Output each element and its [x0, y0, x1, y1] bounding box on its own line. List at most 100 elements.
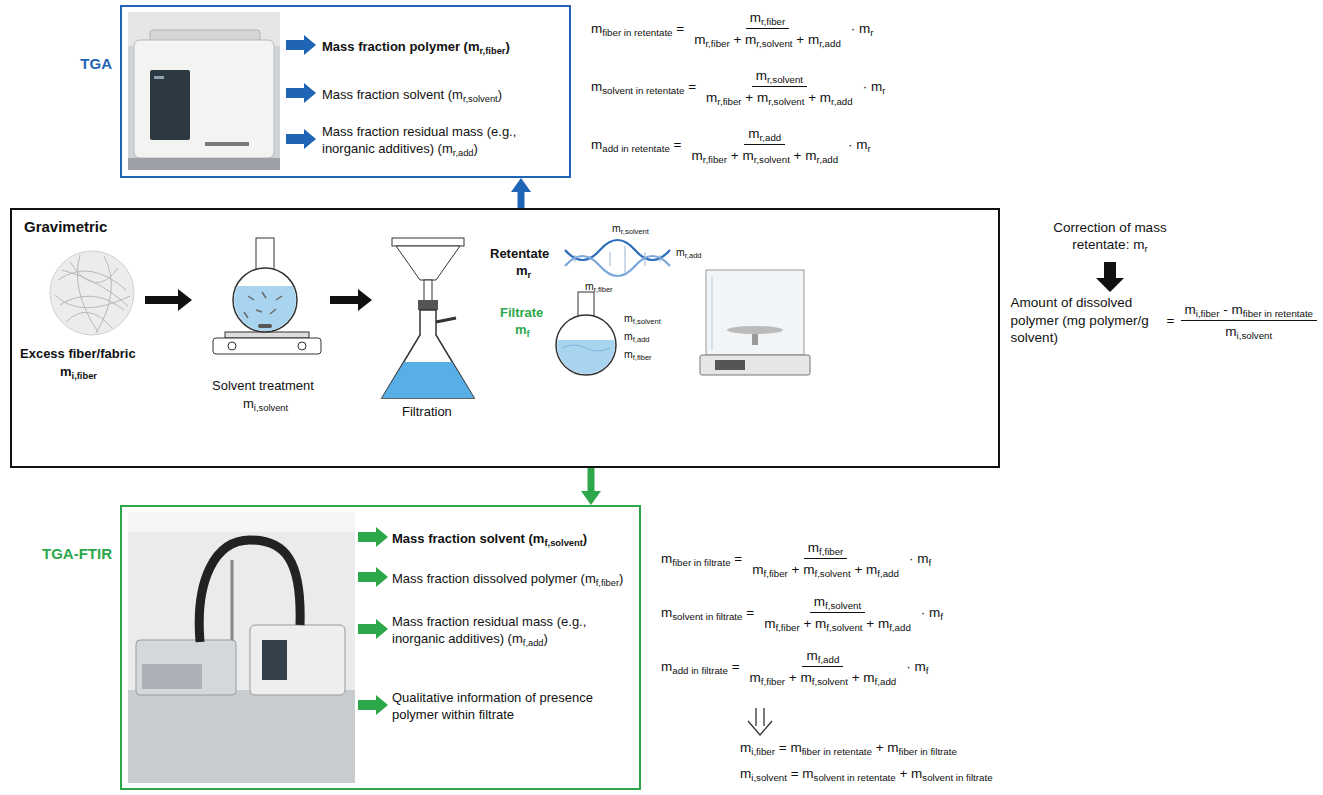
- annotation-label: mf,fiber: [624, 348, 652, 361]
- tga-ftir-photo: [199, 540, 300, 642]
- equation-term: r: [870, 27, 873, 38]
- fraction-numerator: i,fiber: [1196, 308, 1220, 319]
- flask-on-hotplate: [248, 296, 254, 300]
- flask-on-hotplate: [270, 309, 276, 314]
- tga-photo: [128, 12, 280, 170]
- annotation-label: f,fiber: [633, 353, 652, 362]
- equation-term: mfiber in filtrate =: [661, 551, 742, 566]
- balance: [727, 326, 783, 334]
- group-heading: Gravimetric: [24, 218, 107, 235]
- fraction-denominator: f,add: [875, 676, 897, 687]
- flask-on-hotplate: [228, 342, 236, 350]
- annotation-label: mf: [515, 322, 530, 338]
- filtrate-flask: [550, 292, 622, 380]
- result-text: Mass fraction dissolved polymer (mf,fibe…: [392, 571, 623, 588]
- annotation-label: Filtrate: [500, 305, 543, 321]
- fraction-numerator: mr,solvent: [752, 68, 807, 87]
- result-text: Qualitative information of presence poly…: [392, 690, 627, 724]
- equation-term: · mf: [921, 605, 943, 620]
- equation-term: msolvent in filtrate =: [661, 605, 754, 620]
- annotation-label: r: [1144, 243, 1147, 254]
- flask-on-hotplate: [256, 310, 262, 312]
- fraction: mi,fiber - mfiber in retentatemi,solvent: [1181, 302, 1318, 339]
- green-arrow-symbols: [358, 527, 388, 715]
- annotation-label: fiber in retentate: [802, 746, 872, 757]
- fraction-numerator: mr,add: [744, 126, 785, 145]
- annotation-label: solvent in filtrate: [922, 772, 992, 783]
- fraction-denominator: r,add: [816, 154, 838, 165]
- correction-arrow: [1096, 262, 1124, 292]
- flask-on-hotplate: [244, 292, 282, 318]
- balance: [711, 276, 713, 350]
- result-text: f,solvent: [544, 538, 582, 548]
- annotation-label: Filtration: [402, 404, 452, 420]
- fraction-numerator: mi,fiber - mfiber in retentate: [1181, 302, 1318, 321]
- equation-term: · mf: [906, 659, 928, 674]
- fraction-denominator: f,fiber: [775, 622, 799, 633]
- instrument-box: TGAMass fraction polymer (mr,fiber)Mass …: [120, 5, 571, 178]
- flask-on-hotplate: [258, 324, 272, 328]
- fraction-denominator: f,solvent: [814, 568, 850, 579]
- annotation-label: i,solvent: [254, 403, 288, 413]
- annotation-label: mi,solvent = msolvent in retentate + mso…: [740, 766, 993, 783]
- annotation-label: mr,solvent: [612, 222, 649, 235]
- flask-on-hotplate: [276, 296, 282, 300]
- fraction-denominator: mi,solvent: [1221, 321, 1276, 339]
- equation-term: madd in filtrate =: [661, 659, 740, 674]
- flask-on-hotplate: [244, 312, 248, 318]
- fraction-numerator: r,fiber: [761, 16, 785, 27]
- filtration-setup: [392, 238, 464, 246]
- fraction-denominator: mr,fiber + mr,solvent + mr,add: [702, 87, 857, 105]
- annotation-label: r,add: [685, 251, 702, 260]
- tga-photo: [205, 142, 249, 146]
- filtrate-flask: [550, 340, 622, 380]
- tga-photo: [128, 158, 280, 170]
- balance: [700, 355, 810, 375]
- fraction-denominator: r,solvent: [754, 154, 790, 165]
- annotation-label: mr,fiber: [585, 280, 613, 293]
- fraction: mr,fibermr,fiber + mr,solvent + mr,add: [690, 10, 845, 47]
- fiber-sample: [50, 251, 134, 335]
- tga-ftir-photo: [142, 664, 202, 689]
- equation-term: add in retentate: [602, 143, 670, 154]
- fraction-denominator: mr,fiber + mr,solvent + mr,add: [690, 29, 845, 47]
- equation-term: msolvent in retentate =: [591, 79, 696, 94]
- annotation-label: fiber in filtrate: [899, 746, 957, 757]
- blue-arrow-symbols: [286, 83, 316, 103]
- fraction: mf,addmf,fiber + mf,solvent + mf,add: [746, 648, 901, 685]
- tga-photo: [150, 70, 190, 140]
- process-arrow: [330, 289, 372, 311]
- fraction-numerator: fiber in retentate: [1243, 308, 1313, 319]
- fraction: mr,addmr,fiber + mr,solvent + mr,add: [687, 126, 842, 163]
- equation-term: =: [1167, 313, 1175, 328]
- filtration-setup: [418, 300, 438, 310]
- fraction-denominator: mr,fiber + mr,solvent + mr,add: [687, 145, 842, 163]
- fraction-denominator: f,solvent: [826, 622, 862, 633]
- filtrate-flask: [578, 292, 594, 316]
- equation: madd in retentate =mr,addmr,fiber + mr,s…: [591, 126, 871, 163]
- annotation-label: i,fiber: [72, 371, 97, 381]
- fraction-numerator: r,solvent: [767, 74, 803, 85]
- blue-arrow-symbols: [286, 35, 316, 149]
- equation-term: mfiber in retentate =: [591, 21, 684, 36]
- flask-on-hotplate: [230, 286, 302, 336]
- annotation-label: r,solvent: [621, 227, 649, 236]
- retentate-fibers: [609, 252, 610, 266]
- annotation-label: Correction of mass retentate: mr: [1030, 220, 1190, 254]
- tga-photo: [154, 76, 164, 79]
- filtration-setup: [424, 280, 432, 302]
- fraction-numerator: mr,fiber: [746, 10, 790, 29]
- fiber-sample: [58, 271, 126, 290]
- balance: [706, 270, 804, 355]
- result-text: Mass fraction solvent (mr,solvent): [322, 87, 502, 104]
- fraction-denominator: r,solvent: [756, 38, 792, 49]
- implies-arrow: [748, 721, 772, 735]
- fraction-numerator: mf,fiber: [804, 540, 848, 559]
- implies-arrow: [763, 708, 764, 726]
- fraction-denominator: f,add: [877, 568, 899, 579]
- equation-term: fiber in retentate: [602, 27, 672, 38]
- green-arrow-symbols: [358, 527, 388, 547]
- tga-ftir-photo: [128, 512, 355, 783]
- equation-term: · mr: [848, 137, 871, 152]
